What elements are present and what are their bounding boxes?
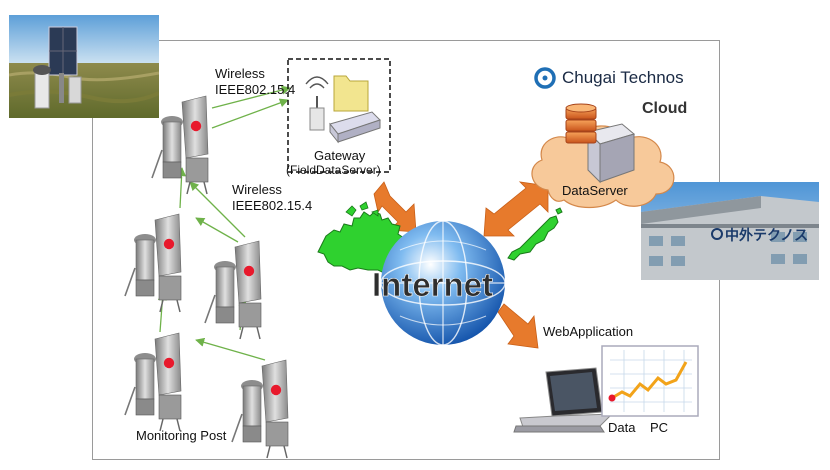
webapp-label: WebApplication [543, 324, 634, 339]
gateway-sublabel: (FieldDataServer) [286, 163, 381, 177]
japan-map-icon [507, 207, 563, 261]
wireless-label-mid: Wireless [232, 182, 282, 197]
ieee-label-top: IEEE802.15.4 [215, 82, 296, 97]
laptop-icon [513, 367, 614, 433]
gateway-label: Gateway [314, 148, 366, 163]
connection-arrows [373, 181, 549, 349]
gateway-icon [305, 75, 381, 144]
internet-label: Internet [372, 266, 493, 303]
globe-icon [380, 220, 506, 346]
monitoring-post-icon [124, 95, 289, 459]
building-sign: 中外テクノス [725, 227, 808, 243]
pc-label: PC [650, 420, 669, 435]
wireless-label-top: Wireless [215, 66, 265, 81]
cloud-label: Cloud [642, 100, 688, 117]
dataserver-label: DataServer [562, 183, 628, 198]
gateway-box [287, 58, 391, 173]
server-icon [565, 103, 636, 184]
monitoring-post-label: Monitoring Post [136, 428, 227, 443]
data-label: Data [608, 420, 636, 435]
chart-icon [601, 345, 699, 417]
ieee-label-mid: IEEE802.15.4 [232, 198, 313, 213]
company-name: Chugai Technos [562, 68, 684, 87]
field-photo [9, 15, 159, 118]
building-photo: 中外テクノス [641, 182, 819, 280]
chugai-logo-icon [534, 67, 556, 89]
